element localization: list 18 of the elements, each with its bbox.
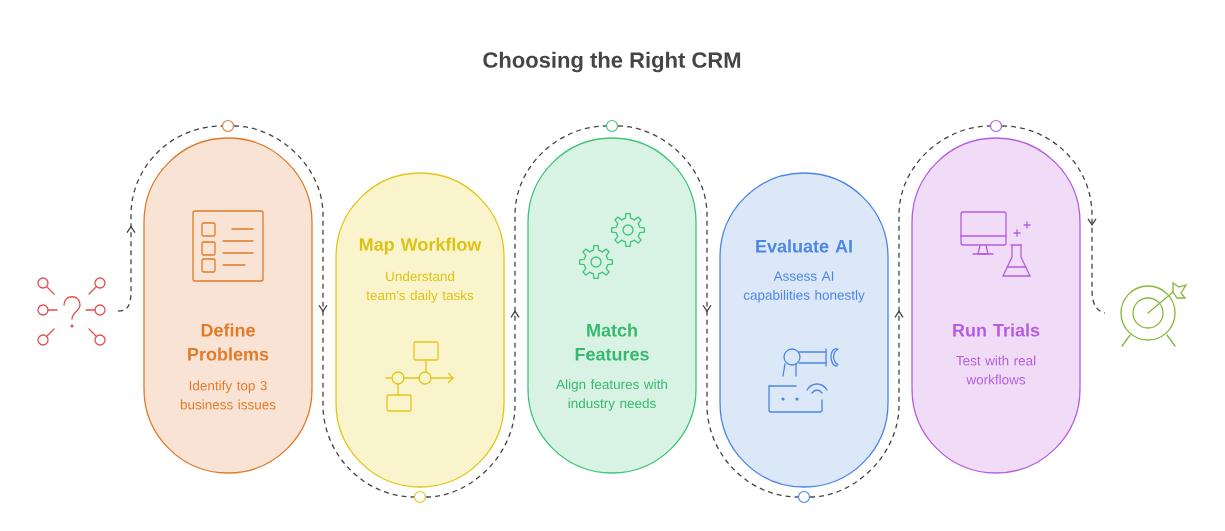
step-heading: Evaluate AI: [756, 239, 852, 253]
step-description: Test with real workflows: [956, 355, 1036, 385]
question-network-icon: [37, 277, 106, 346]
step-pill: [911, 137, 1081, 474]
target-icon: [1120, 281, 1188, 347]
step-pill: [719, 172, 889, 488]
step-pill: [527, 137, 697, 474]
step-heading: Map Workflow: [359, 237, 482, 255]
step-description: Understand team's daily tasks: [366, 271, 474, 303]
step-heading: Match Features: [575, 323, 649, 361]
step-description: Align features with industry needs: [556, 379, 667, 411]
step-description: Assess AI capabilities honestly: [743, 271, 865, 303]
step-heading: Define Problems: [188, 323, 269, 361]
title: Choosing the Right CRM: [483, 51, 741, 73]
step-pill: [335, 172, 505, 488]
step-heading: Run Trials: [953, 323, 1040, 337]
step-description: Identify top 3 business issues: [180, 380, 276, 410]
step-pill: [143, 137, 313, 474]
